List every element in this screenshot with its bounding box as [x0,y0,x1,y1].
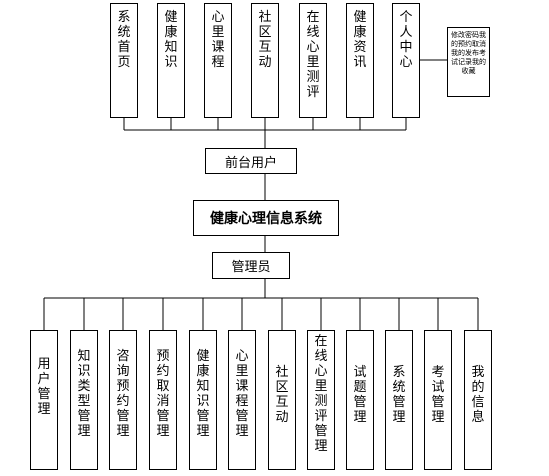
admin-node: 管理员 [212,252,290,279]
admin-module-online-test: 在线心里测评管理 [307,330,335,470]
admin-module-booking-cancel-label: 预约取消管理 [156,349,170,439]
module-online-test-label: 在线心里测评 [306,10,320,100]
personal-center-note-text: 修改密码我的预约取消我的发布考试记录我的收藏 [451,31,486,75]
admin-module-system-label: 系统管理 [392,365,406,425]
system-title-node: 健康心理信息系统 [193,200,339,236]
personal-center-note: 修改密码我的预约取消我的发布考试记录我的收藏 [447,27,490,97]
module-psychology-course-label: 心里课程 [211,10,225,70]
admin-module-community-label: 社区互动 [275,365,289,425]
admin-module-psychology-course-label: 心里课程管理 [235,349,249,439]
admin-module-booking-cancel: 预约取消管理 [149,330,177,470]
admin-module-health-knowledge-label: 健康知识管理 [196,349,210,439]
admin-module-psychology-course: 心里课程管理 [228,330,256,470]
module-personal-center: 个人中心 [392,3,420,118]
admin-module-exam: 考试管理 [424,330,452,470]
module-health-knowledge: 健康知识 [157,3,185,118]
admin-module-user-label: 用户管理 [37,357,51,417]
admin-module-consult-booking: 咨询预约管理 [109,330,137,470]
admin-module-online-test-label: 在线心里测评管理 [314,334,328,454]
admin-module-system: 系统管理 [385,330,413,470]
admin-module-question: 试题管理 [346,330,374,470]
module-community-label: 社区互动 [258,10,272,70]
admin-module-knowledge-type: 知识类型管理 [70,330,98,470]
module-home-label: 系统首页 [117,10,131,70]
module-psychology-course: 心里课程 [204,3,232,118]
front-user-node: 前台用户 [205,148,297,174]
module-online-test: 在线心里测评 [299,3,327,118]
admin-module-my-info: 我的信息 [464,330,492,470]
admin-module-question-label: 试题管理 [353,365,367,425]
admin-module-exam-label: 考试管理 [431,365,445,425]
admin-label: 管理员 [231,260,271,275]
front-user-label: 前台用户 [224,155,277,171]
module-community: 社区互动 [251,3,279,118]
module-personal-center-label: 个人中心 [399,10,413,70]
admin-module-community: 社区互动 [268,330,296,470]
module-health-news-label: 健康资讯 [353,10,367,70]
module-health-knowledge-label: 健康知识 [164,10,178,70]
module-health-news: 健康资讯 [346,3,374,118]
admin-module-user: 用户管理 [30,330,58,470]
system-title-label: 健康心理信息系统 [210,211,322,227]
admin-module-consult-booking-label: 咨询预约管理 [116,349,130,439]
module-home: 系统首页 [110,3,138,118]
admin-module-health-knowledge: 健康知识管理 [189,330,217,470]
admin-module-knowledge-type-label: 知识类型管理 [77,349,91,439]
admin-module-my-info-label: 我的信息 [471,365,485,425]
